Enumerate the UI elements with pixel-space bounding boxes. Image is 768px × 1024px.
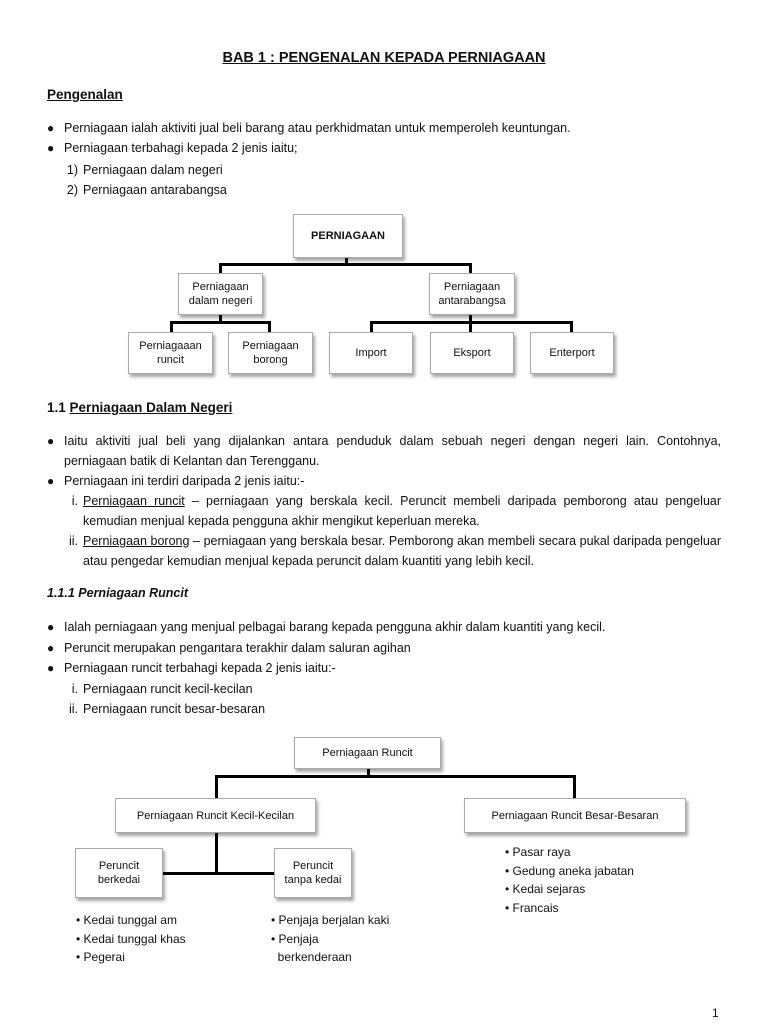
node-antarabangsa: Perniagaan antarabangsa [429, 273, 515, 315]
list-number: i. [71, 682, 78, 696]
list-tanpa-kedai: • Penjaja berjalan kaki • Penjaja berken… [271, 911, 389, 967]
list-item: • Francais [505, 900, 559, 915]
list-item: • Gedung aneka jabatan [505, 863, 634, 878]
section-11-item-1: Perniagaan runcit – perniagaan yang bers… [83, 494, 722, 528]
list-number: ii. [68, 534, 78, 548]
connector-line [367, 769, 370, 777]
section-111-bullet-1: Ialah perniagaan yang menjual pelbagai b… [64, 620, 606, 634]
list-item: • Pegerai [76, 950, 125, 964]
section-111-item-1: Perniagaan runcit kecil-kecilan [83, 682, 253, 696]
connector-line [215, 833, 218, 873]
page-title: BAB 1 : PENGENALAN KEPADA PERNIAGAAN [222, 50, 546, 66]
connector-line [219, 315, 222, 323]
connector-line [219, 263, 222, 273]
connector-line [268, 321, 271, 333]
node-enterport: Enterport [530, 332, 614, 374]
list-item: • Pasar raya [505, 845, 571, 859]
list-item: • Kedai sejaras [505, 882, 586, 896]
connector-line [469, 263, 472, 273]
section-11-bullet-2: Perniagaan ini terdiri daripada 2 jenis … [64, 474, 305, 488]
node-runcit-besar: Perniagaan Runcit Besar-Besaran [464, 798, 686, 833]
connector-line [219, 263, 472, 266]
connector-line [573, 775, 576, 798]
term-runcit: Perniagaan runcit [83, 494, 185, 508]
section-111-heading: 1.1.1 Perniagaan Runcit [47, 586, 189, 600]
section-111-bullet-3: Perniagaan runcit terbahagi kepada 2 jen… [64, 661, 336, 675]
section-11-bullet-1: Iaitu aktiviti jual beli yang dijalankan… [64, 434, 721, 468]
list-number: 1) [66, 163, 78, 177]
list-item: • Kedai tunggal am [76, 913, 177, 927]
list-berkedai: • Kedai tunggal am • Kedai tunggal khas … [76, 911, 186, 967]
connector-line [215, 775, 218, 798]
node-peruncit-berkedai: Peruncit berkedai [75, 848, 163, 898]
list-item: • Kedai tunggal khas [76, 931, 186, 946]
page-number: 1 [712, 1006, 719, 1020]
bullet-icon: ● [47, 434, 55, 448]
connector-line [215, 775, 576, 778]
connector-line [170, 321, 173, 333]
bullet-icon: ● [47, 641, 55, 655]
section-111-item-2: Perniagaan runcit besar-besaran [83, 702, 266, 716]
list-item: • Penjaja [271, 931, 319, 946]
connector-line [570, 321, 573, 333]
bullet-icon: ● [47, 620, 55, 634]
section-11-heading: 1.1 Perniagaan Dalam Negeri [47, 400, 233, 415]
bullet-icon: ● [47, 141, 55, 155]
list-number: 2) [66, 183, 78, 197]
connector-line [163, 872, 274, 875]
term-borong: Perniagaan borong [83, 534, 190, 548]
intro-bullet-2: Perniagaan terbahagi kepada 2 jenis iait… [64, 141, 298, 155]
bullet-icon: ● [47, 661, 55, 675]
intro-heading: Pengenalan [47, 87, 123, 102]
node-dalam-negeri: Perniagaan dalam negeri [178, 273, 263, 315]
list-item: berkenderaan [271, 950, 352, 964]
connector-line [370, 321, 373, 333]
list-number: ii. [68, 702, 78, 716]
node-runcit-kecil: Perniagaan Runcit Kecil-Kecilan [115, 798, 316, 833]
connector-line [469, 315, 472, 323]
list-item: • Penjaja berjalan kaki [271, 913, 390, 927]
section-11-item-2: Perniagaan borong – perniagaan yang bers… [83, 534, 721, 568]
connector-line [170, 321, 271, 324]
node-eksport: Eksport [430, 332, 514, 374]
node-import: Import [329, 332, 413, 374]
connector-line [469, 321, 472, 333]
intro-numbered-1: Perniagaan dalam negeri [83, 163, 223, 177]
bullet-icon: ● [47, 474, 55, 488]
section-111-bullet-2: Peruncit merupakan pengantara terakhir d… [64, 641, 411, 655]
node-runcit: Perniagaaan runcit [128, 332, 213, 374]
intro-numbered-2: Perniagaan antarabangsa [83, 183, 227, 197]
connector-line [345, 258, 348, 266]
bullet-icon: ● [47, 121, 55, 135]
node-borong: Perniagaan borong [228, 332, 313, 374]
intro-bullet-1: Perniagaan ialah aktiviti jual beli bara… [64, 121, 571, 135]
node-peruncit-tanpa-kedai: Peruncit tanpa kedai [274, 848, 352, 898]
node-perniagaan: PERNIAGAAN [293, 214, 403, 258]
node-perniagaan-runcit: Perniagaan Runcit [294, 737, 441, 769]
list-besar: • Pasar raya • Gedung aneka jabatan • Ke… [505, 843, 634, 917]
list-number: i. [71, 494, 78, 508]
